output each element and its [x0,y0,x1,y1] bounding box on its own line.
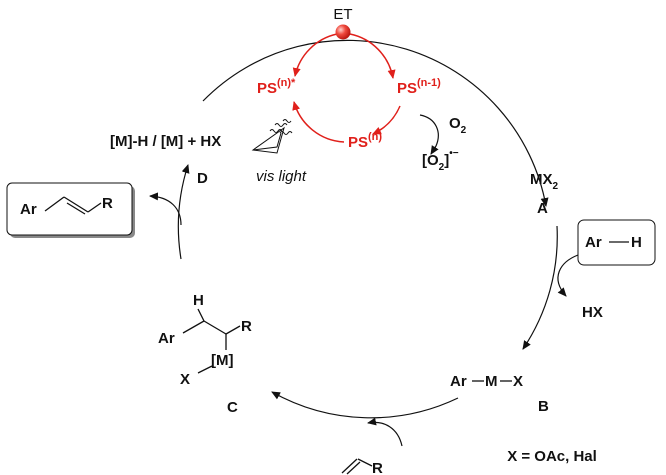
species-c-bond-h [197,308,205,322]
species-c-ar: Ar [158,330,175,347]
species-c-m: [M] [211,352,234,369]
species-b-m: M [485,373,498,390]
alkene-bond-3 [357,458,373,467]
species-b-x: X [513,373,523,390]
photo-arc-right-down [349,33,396,79]
cycle-arc-top-right [202,39,549,207]
light-cone-icon [251,119,293,154]
species-b-ar: Ar [450,373,467,390]
product-bond-3 [87,202,102,213]
species-c-bond-ar [182,320,205,334]
arene-h: H [631,234,642,251]
ps-reduced: PS(n-1) [397,77,441,97]
cycle-arc-right [522,225,558,350]
alkene-r: R [372,460,383,475]
hx-release: HX [582,304,603,321]
species-c-bond-x [197,365,213,374]
oxygen: O2 [449,115,467,136]
product-ar: Ar [20,201,37,218]
electron-transfer-ball-icon [335,24,351,40]
photo-arc-left-up [292,33,338,77]
ps-ground: PS(n) [348,131,382,151]
photo-arc-bottom-left [292,101,345,143]
product-box [6,182,133,236]
species-d: [M]-H / [M] + HX [110,133,221,150]
ps-excited: PS(n)* [257,77,296,97]
arene-ar: Ar [585,234,602,251]
label-c: C [227,399,238,416]
species-c-bond-r [225,325,241,335]
legend-text: X = OAc, Hal [507,448,597,465]
alkene-incoming-arrow [367,417,403,447]
species-c-r: R [241,318,252,335]
species-a: MX2 [530,171,559,192]
species-c-x: X [180,371,190,388]
product-bond-2b [66,202,86,215]
vis-light-label: vis light [256,168,307,185]
species-c-bond-cc [203,320,227,335]
cycle-arc-bottom [271,391,459,419]
superoxide: [O2]•− [422,148,459,173]
alkene-bond-1 [341,458,358,474]
product-bond-2 [63,196,89,213]
product-release-arrow [149,192,182,226]
label-a: A [537,200,548,217]
product-r: R [102,195,113,212]
oxygen-reduction-arrow [419,114,439,155]
species-c-h: H [193,292,204,309]
arene-incoming-arrow [557,254,579,297]
photo-arc-bottom-right [372,105,401,135]
label-b: B [538,398,549,415]
cycle-arc-left [177,164,190,260]
product-bond-1 [44,196,65,212]
alkene-bond-2 [346,461,361,475]
label-d: D [197,170,208,187]
et-label: ET [333,6,352,23]
